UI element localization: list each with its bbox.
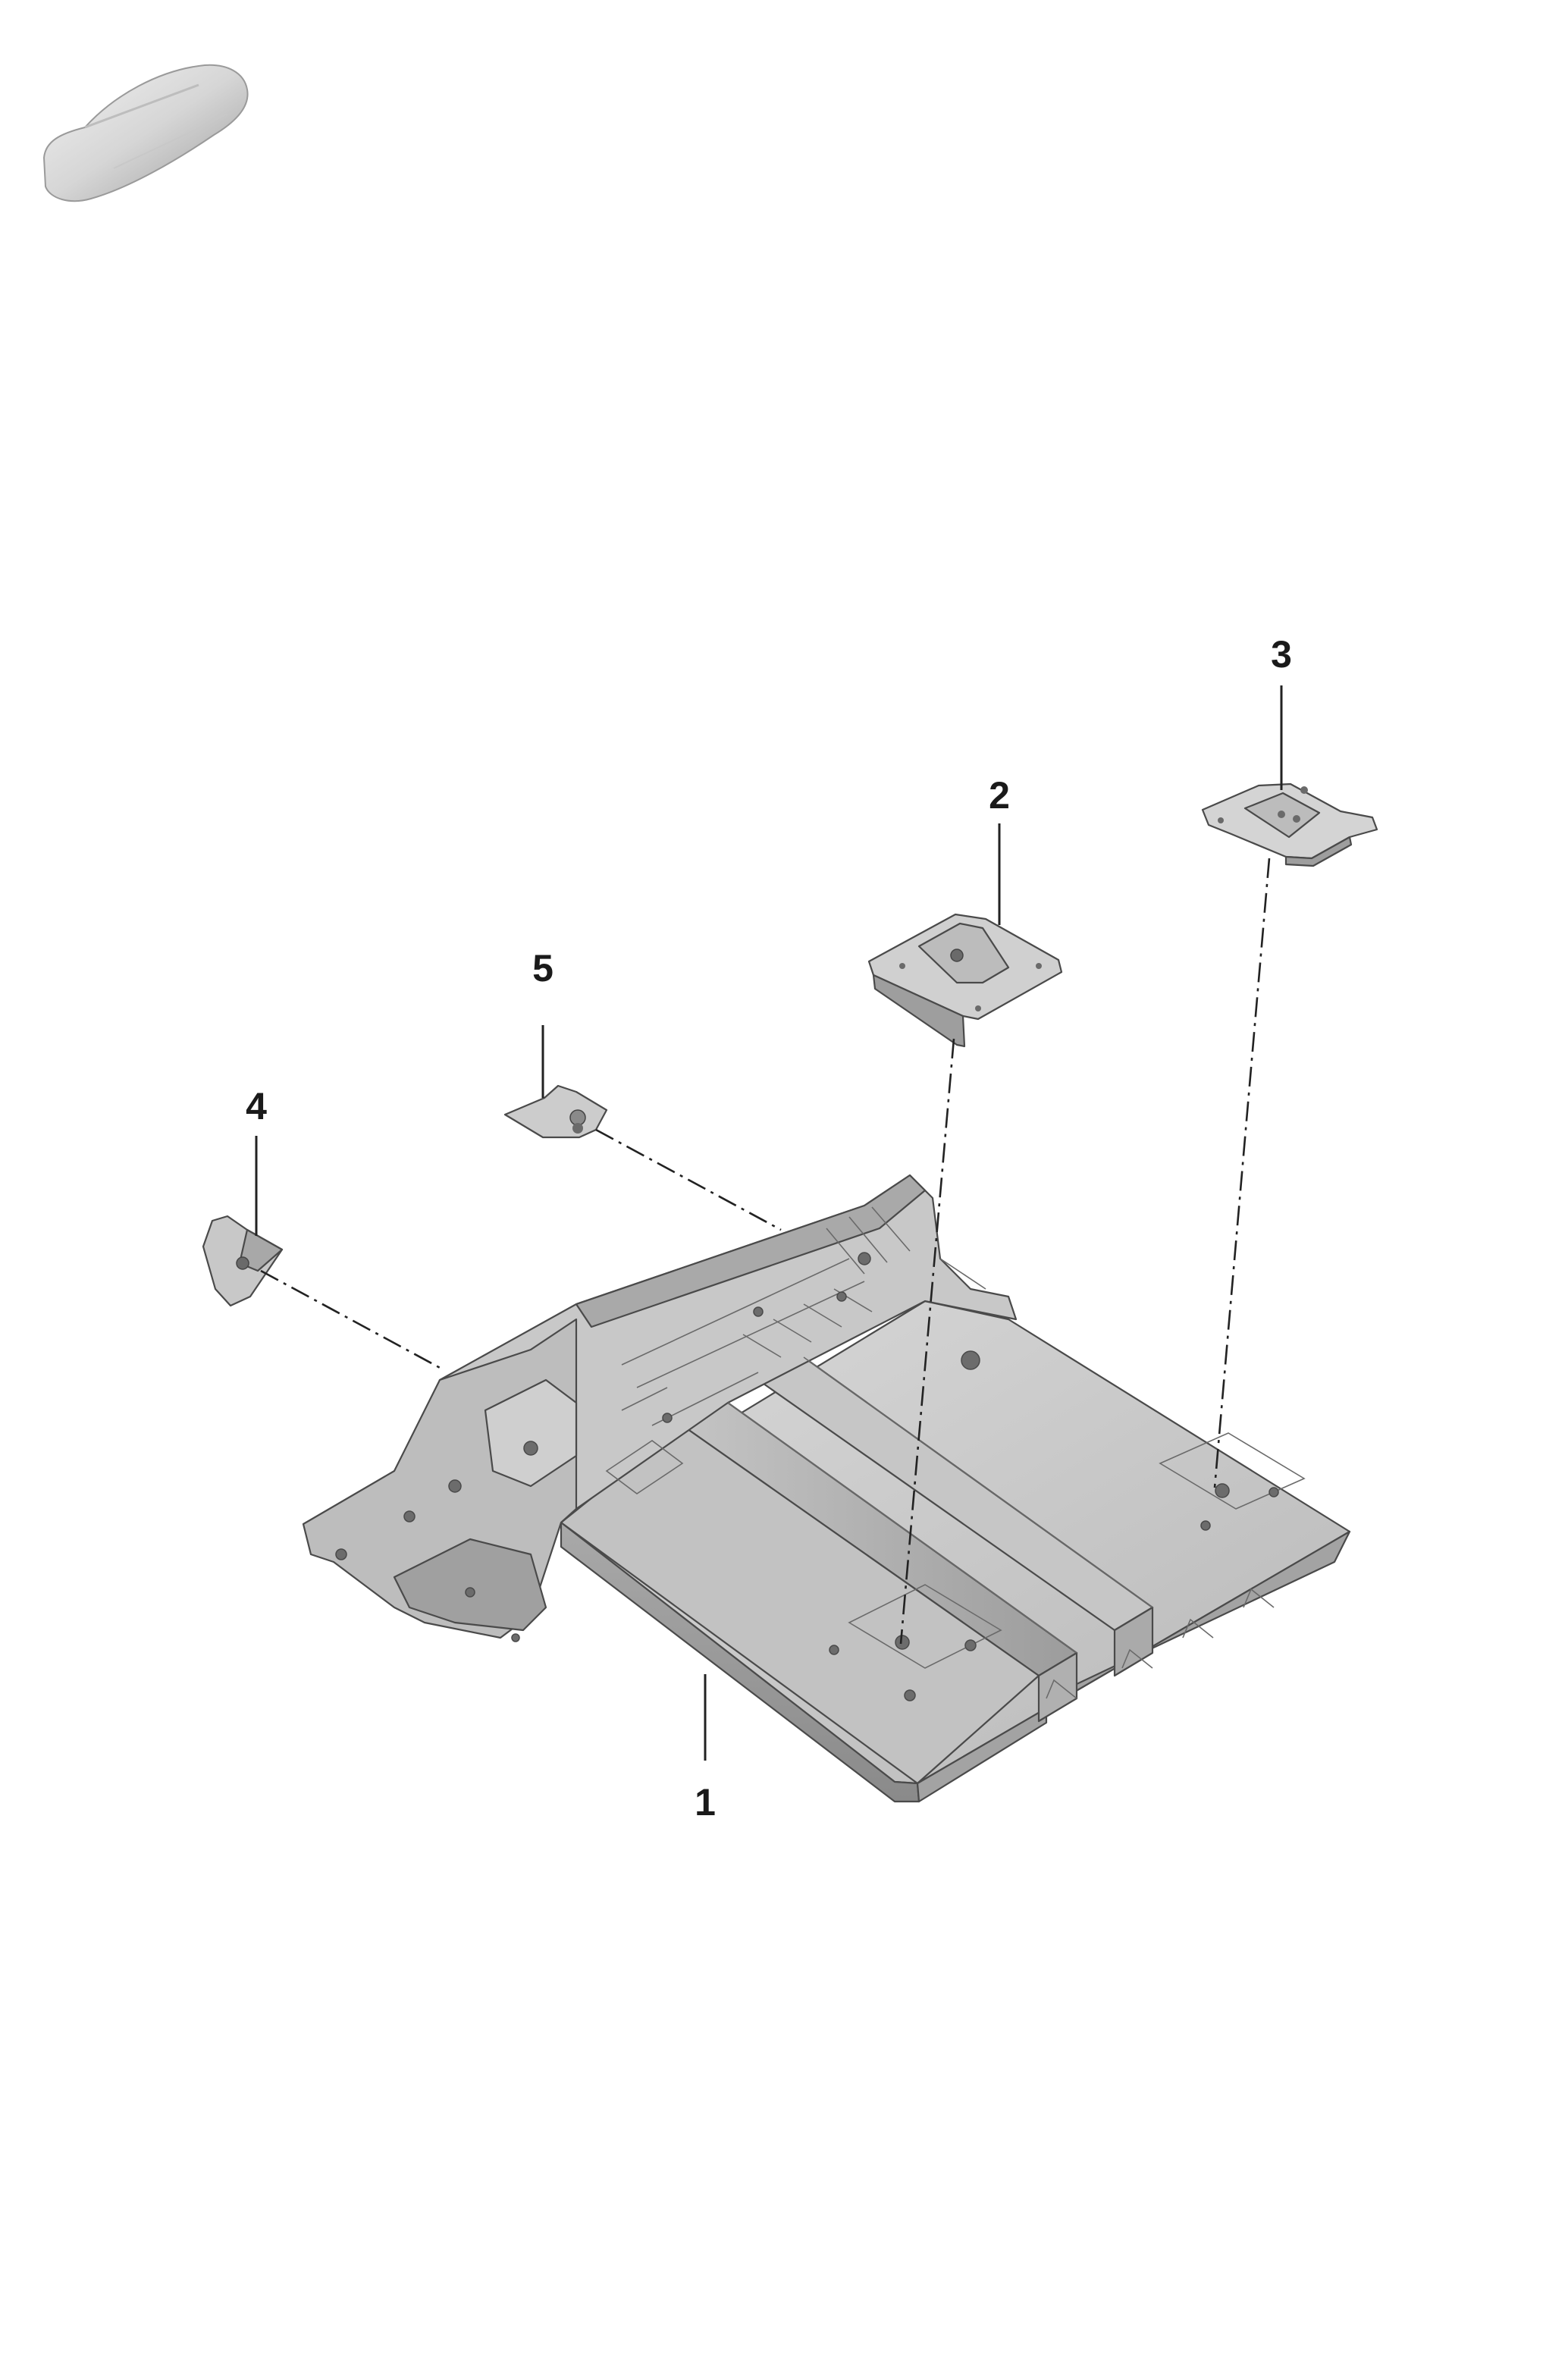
part-1-floor-pan: [302, 1174, 1351, 1803]
leader-lines: [255, 685, 1283, 1761]
callout-3: 3: [1271, 633, 1292, 676]
assembly-lines: [260, 858, 1271, 1645]
part-2-mount-bracket: [867, 913, 1063, 1048]
callout-5: 5: [532, 947, 554, 989]
car-silhouette-icon: [42, 64, 249, 202]
part-5-nut-plate: [503, 1084, 608, 1139]
callout-4: 4: [246, 1085, 267, 1127]
part-4-small-bracket: [202, 1215, 284, 1307]
callout-labels: 1 2 3 4 5: [246, 633, 1292, 1824]
callout-2: 2: [989, 774, 1010, 817]
callout-1: 1: [695, 1781, 716, 1824]
part-3-reinforcement-plate: [1201, 782, 1378, 867]
